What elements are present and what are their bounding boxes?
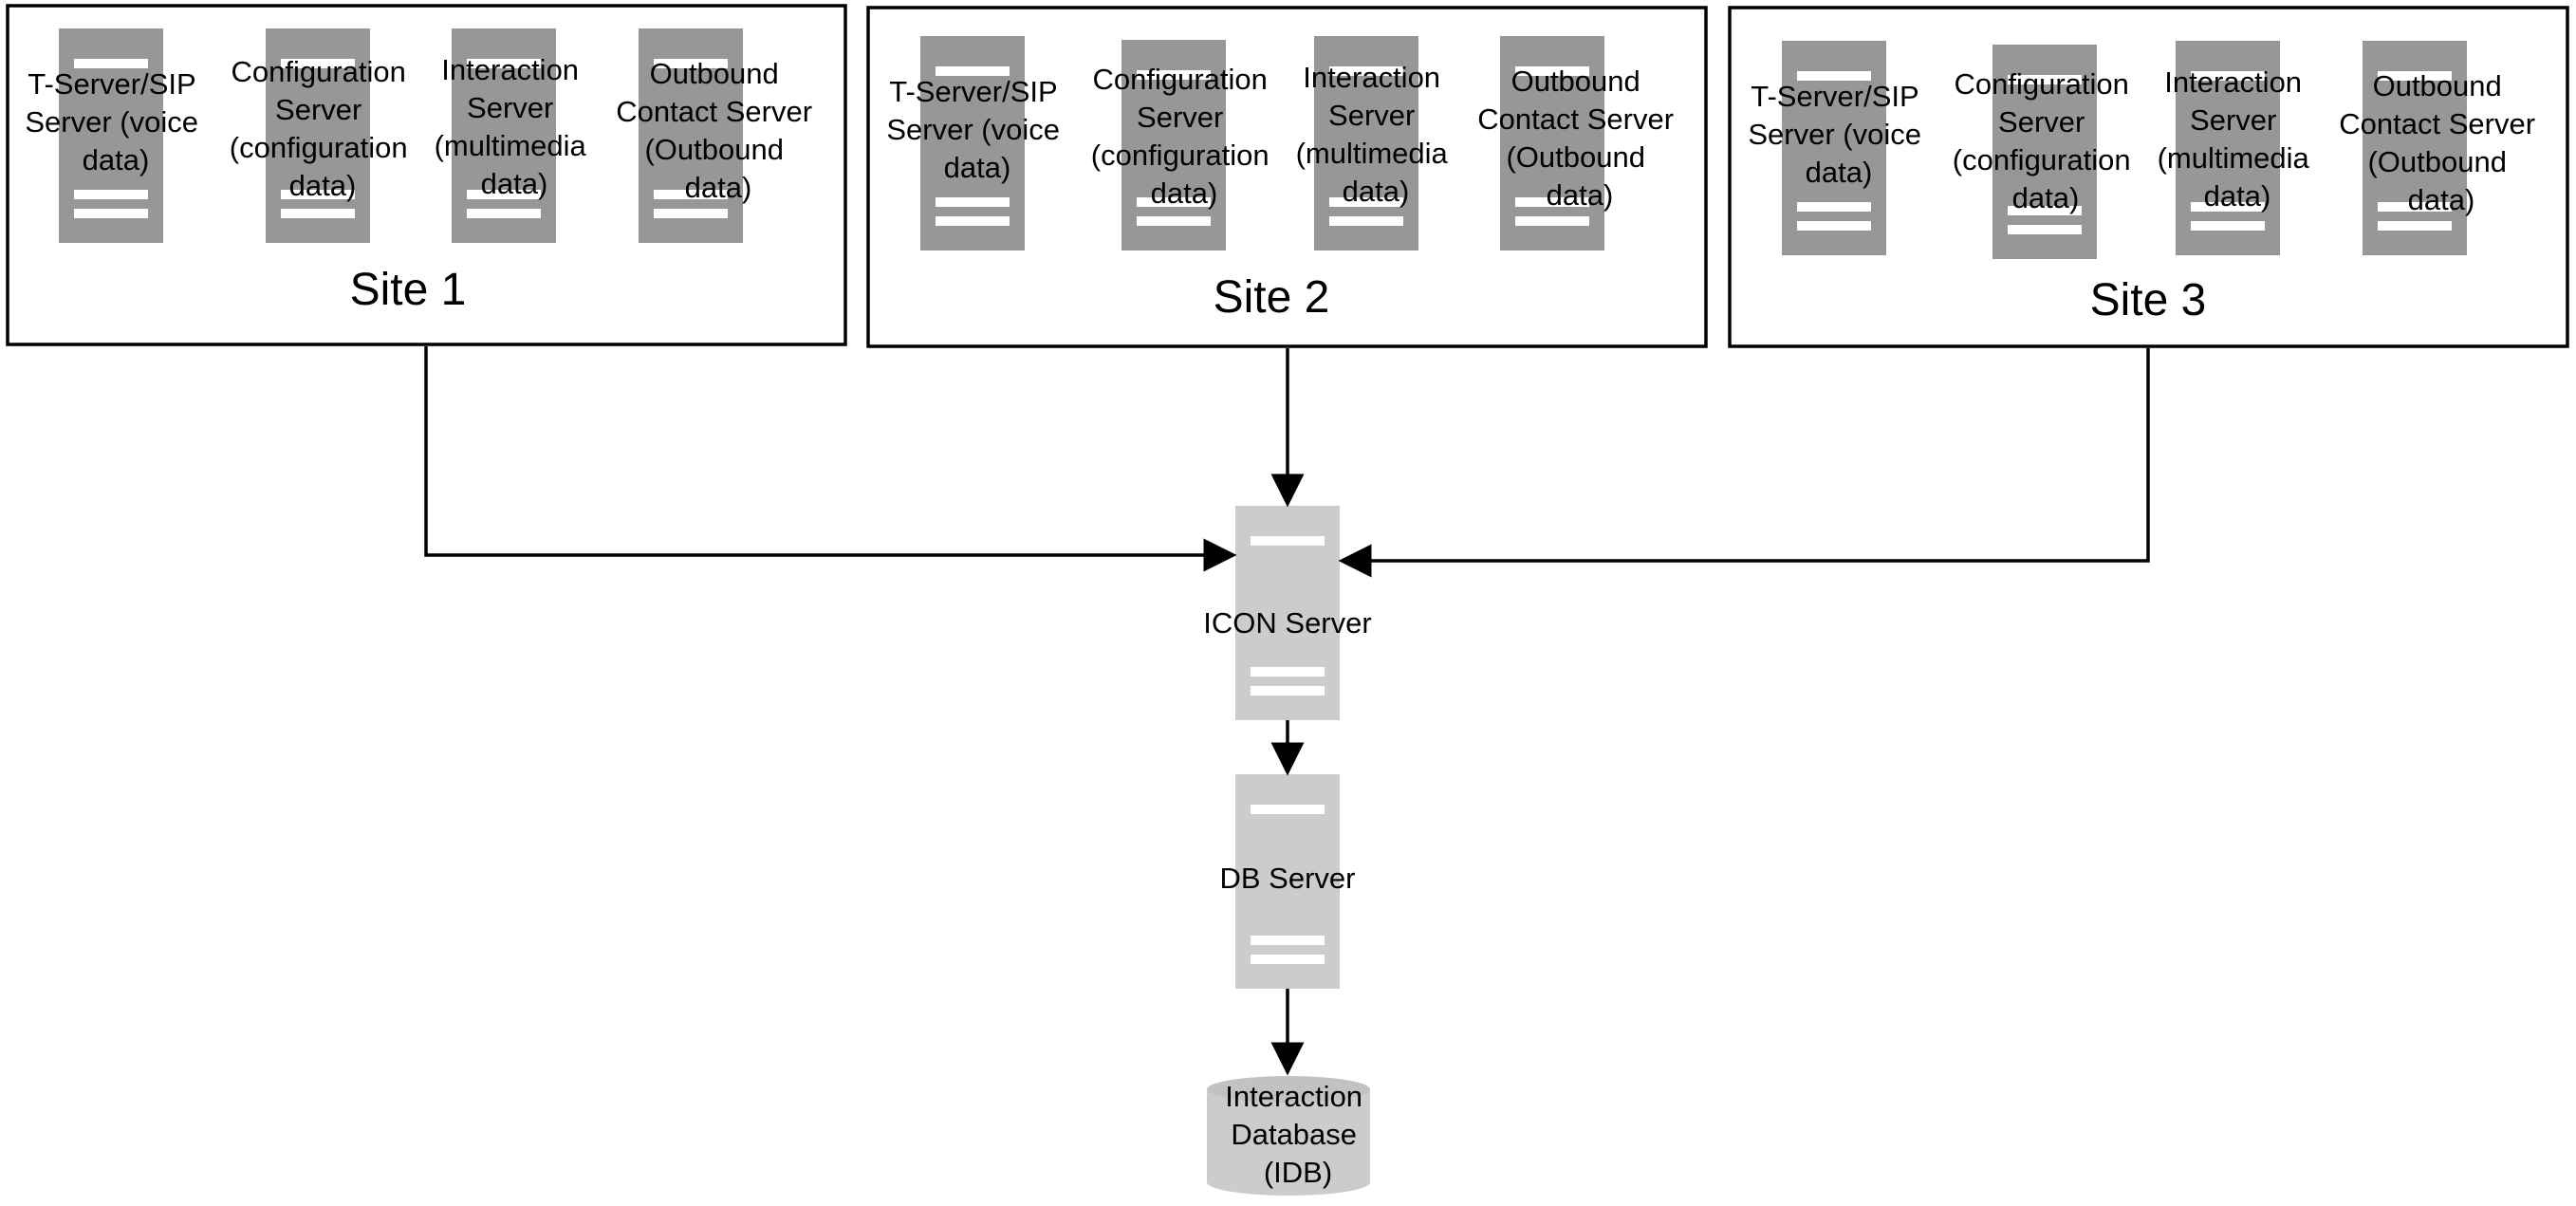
server-icon (452, 28, 556, 243)
database-top (1207, 1076, 1370, 1103)
server-label: T-Server/SIP Server (voice data) (1748, 80, 1929, 189)
server-icon (2363, 41, 2467, 255)
server-slot (281, 59, 355, 68)
db-server: DB Server (1220, 774, 1356, 989)
database-bottom (1207, 1169, 1370, 1196)
server-slot (1797, 202, 1871, 212)
site-2-tserver: T-Server/SIP Server (voice data) (886, 36, 1067, 250)
server-slot (936, 66, 1010, 76)
server-icon (59, 28, 163, 243)
site-1-outbound: Outbound Contact Server (Outbound data) (616, 28, 820, 243)
server-label: Interaction Server (multimedia data) (1296, 61, 1456, 208)
site-1-tserver: T-Server/SIP Server (voice data) (25, 28, 206, 243)
server-slot (1251, 955, 1325, 964)
server-slot (74, 59, 148, 68)
server-slot (1251, 686, 1325, 696)
server-slot (654, 190, 728, 199)
site-2-outbound: Outbound Contact Server (Outbound data) (1477, 36, 1681, 250)
server-slot (1515, 197, 1589, 207)
server-slot (1797, 221, 1871, 231)
site-3-outbound: Outbound Contact Server (Outbound data) (2339, 41, 2543, 255)
server-label: Outbound Contact Server (Outbound data) (616, 57, 820, 204)
server-slot (2191, 202, 2265, 212)
server-slot (281, 190, 355, 199)
server-slot (2378, 71, 2452, 81)
server-slot (74, 190, 148, 199)
server-icon (639, 28, 743, 243)
server-slot (467, 59, 541, 68)
server-slot (467, 209, 541, 218)
server-slot (654, 209, 728, 218)
server-slot (74, 209, 148, 218)
database-body (1207, 1089, 1370, 1182)
server-icon (266, 28, 370, 243)
interaction-database: Interaction Database (IDB) (1207, 1076, 1370, 1196)
site-2-interaction: Interaction Server (multimedia data) (1296, 36, 1456, 250)
site-3-tserver: T-Server/SIP Server (voice data) (1748, 41, 1929, 255)
server-icon (1121, 40, 1226, 250)
server-slot (2378, 202, 2452, 212)
server-label: Configuration Server (configuration data… (230, 55, 416, 202)
server-slot (1137, 197, 1211, 207)
connector-site1-to-icon (424, 346, 1237, 572)
icon-server-label: ICON Server (1203, 606, 1371, 640)
server-slot (2008, 75, 2082, 84)
site-3-interaction: Interaction Server (multimedia data) (2158, 41, 2318, 255)
server-label: Outbound Contact Server (Outbound data) (2339, 69, 2543, 216)
server-slot (1329, 197, 1403, 207)
server-slot (1251, 667, 1325, 677)
server-slot (2191, 71, 2265, 81)
server-slot (1137, 70, 1211, 80)
site-1-config: Configuration Server (configuration data… (230, 28, 416, 243)
server-slot (1251, 936, 1325, 945)
site-2-label: Site 2 (1214, 272, 1330, 323)
server-label: T-Server/SIP Server (voice data) (886, 75, 1067, 184)
server-slot (1329, 216, 1403, 226)
server-slot (2008, 206, 2082, 215)
server-slot (2008, 225, 2082, 234)
site-1-interaction: Interaction Server (multimedia data) (435, 28, 595, 243)
server-slot (1137, 216, 1211, 226)
server-slot (467, 190, 541, 199)
server-slot (936, 197, 1010, 207)
server-label: T-Server/SIP Server (voice data) (25, 67, 206, 176)
server-slot (1329, 66, 1403, 76)
connector-site3-to-icon (1338, 348, 2150, 578)
server-label: Configuration Server (configuration data… (1953, 67, 2139, 214)
icon-server: ICON Server (1203, 506, 1372, 720)
server-label: Interaction Server (multimedia data) (2158, 65, 2318, 213)
server-slot (1797, 71, 1871, 81)
database-label: Interaction Database (IDB) (1225, 1080, 1370, 1189)
server-slot (1251, 536, 1325, 546)
server-icon (1992, 45, 2097, 259)
site-1-label: Site 1 (350, 265, 467, 315)
server-icon (1235, 774, 1340, 989)
server-slot (1515, 216, 1589, 226)
db-server-label: DB Server (1220, 862, 1356, 895)
server-label: Interaction Server (multimedia data) (435, 53, 595, 200)
site-2: Site 2 T-Server/SIP Server (voice data) (866, 6, 1708, 348)
server-slot (2378, 221, 2452, 231)
site-1: Site 1 T-Server/SIP Server (voice data) (6, 4, 847, 346)
server-slot (281, 209, 355, 218)
server-icon (920, 36, 1025, 250)
server-slot (936, 216, 1010, 226)
server-icon (2176, 41, 2280, 255)
server-slot (2191, 221, 2265, 231)
server-label: Configuration Server (configuration data… (1091, 63, 1277, 210)
site-2-config: Configuration Server (configuration data… (1091, 40, 1277, 250)
server-icon (1782, 41, 1886, 255)
site-3: Site 3 T-Server/SIP Server (voice data) (1728, 6, 2569, 348)
server-slot (654, 59, 728, 68)
server-label: Outbound Contact Server (Outbound data) (1477, 65, 1681, 212)
server-icon (1500, 36, 1604, 250)
site-3-label: Site 3 (2090, 275, 2207, 325)
server-slot (1251, 805, 1325, 814)
server-icon (1314, 36, 1418, 250)
server-slot (1515, 66, 1589, 76)
database-icon (1207, 1076, 1370, 1196)
site-3-config: Configuration Server (configuration data… (1953, 45, 2139, 259)
server-icon (1235, 506, 1340, 720)
